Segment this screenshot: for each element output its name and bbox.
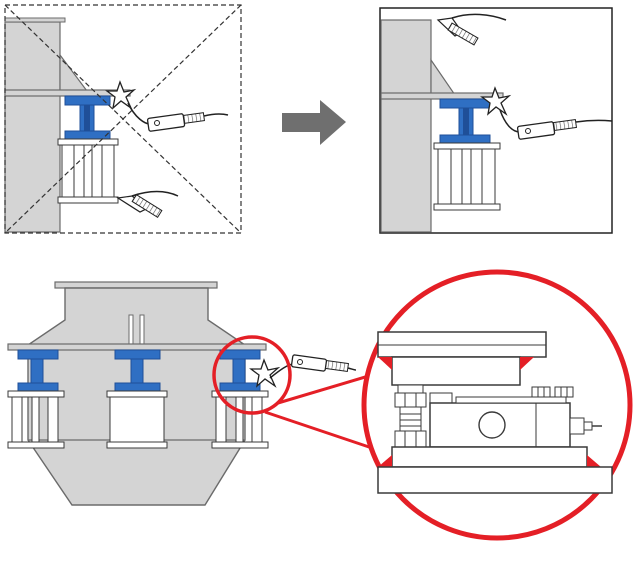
welding-clamp-icon <box>436 13 507 46</box>
before-welding-detail <box>4 4 242 234</box>
magnifier-circle-icon <box>212 335 292 415</box>
arrow-right-icon <box>282 100 346 145</box>
spark-icon <box>480 86 512 116</box>
hopper-overview <box>7 281 373 506</box>
load-cell-zoom <box>361 269 633 541</box>
welding-clamp-icon <box>516 118 613 140</box>
welding-clamp-icon <box>290 354 357 373</box>
welding-clamp-icon <box>116 190 179 219</box>
spark-icon <box>249 358 281 388</box>
spark-icon <box>105 80 137 110</box>
after-welding-detail <box>379 7 613 234</box>
welding-clamp-icon <box>146 112 229 132</box>
